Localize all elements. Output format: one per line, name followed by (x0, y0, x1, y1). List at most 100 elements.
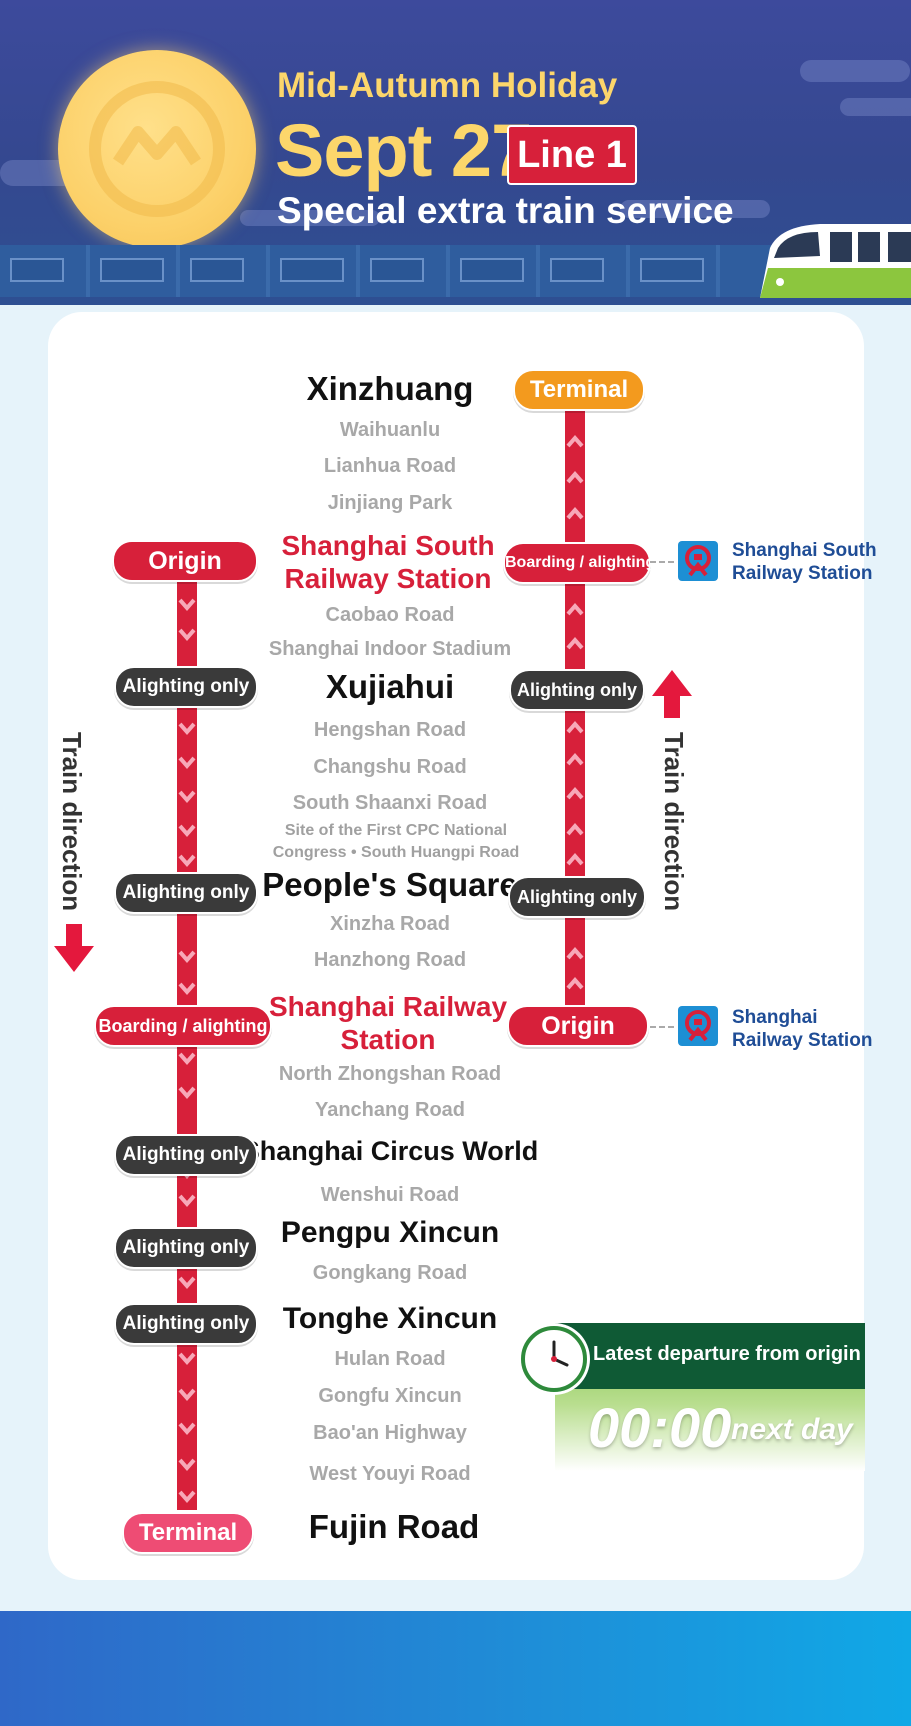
station-jinjiang-park: Jinjiang Park (327, 492, 453, 514)
right-alighting-pill-peoples-square: Alighting only (508, 876, 646, 918)
chevron-up-icon (566, 852, 584, 866)
station-changshu-road: Changshu Road (313, 756, 467, 778)
railway-link-line: Railway Station (732, 563, 873, 584)
station-tonghe-xincun: Tonghe Xincun (282, 1302, 498, 1335)
moon-logo-icon (58, 50, 256, 248)
left-alighting-pill-circus-world: Alighting only (114, 1134, 258, 1176)
chevron-down-icon (178, 1086, 196, 1100)
chevron-up-icon (566, 470, 584, 484)
train-window-decoration (10, 258, 64, 282)
arrow-up-icon (652, 670, 692, 718)
chevron-down-icon (178, 790, 196, 804)
chevron-down-icon (178, 756, 196, 770)
chevron-up-icon (566, 602, 584, 616)
station-wenshui-road: Wenshui Road (320, 1184, 460, 1206)
chevron-down-icon (178, 1276, 196, 1290)
chevron-up-icon (566, 752, 584, 766)
right-origin-pill: Origin (507, 1005, 649, 1047)
train-window-decoration (100, 258, 164, 282)
station-hengshan-road: Hengshan Road (313, 719, 467, 741)
train-direction-label-left: Train direction (57, 732, 87, 912)
cloud-decoration (800, 60, 910, 82)
chevron-down-icon (178, 1194, 196, 1208)
station-name-line: Shanghai South (281, 530, 495, 561)
station-peoples-square: People's Square (262, 866, 518, 903)
left-alighting-pill-tonghe: Alighting only (114, 1303, 258, 1345)
left-alighting-pill-peoples-square: Alighting only (114, 872, 258, 914)
chevron-down-icon (178, 1422, 196, 1436)
train-window-decoration (460, 258, 524, 282)
station-shanghai-south-railway: Shanghai South Railway Station (228, 529, 548, 595)
chevron-up-icon (566, 946, 584, 960)
header-banner: Mid-Autumn Holiday Sept 27 Line 1 Specia… (0, 0, 911, 305)
header-service-title: Special extra train service (277, 190, 734, 231)
right-terminal-pill: Terminal (513, 369, 645, 411)
station-south-huangpi-road: Site of the First CPC National Congress … (236, 820, 556, 864)
station-gongkang-road: Gongkang Road (312, 1262, 468, 1284)
left-alighting-pill-xujiahui: Alighting only (114, 666, 258, 708)
railway-link-shanghai-south: Shanghai South Railway Station (732, 539, 877, 585)
chevron-down-icon (178, 1490, 196, 1504)
station-name-line: Site of the First CPC National (284, 822, 508, 839)
station-hulan-road: Hulan Road (334, 1348, 446, 1370)
latest-departure-suffix: next day (731, 1413, 853, 1446)
left-origin-pill: Origin (112, 540, 258, 582)
chevron-down-icon (178, 1352, 196, 1366)
train-icon (760, 224, 911, 298)
latest-departure-label: Latest departure from origin (593, 1343, 861, 1365)
chevron-down-icon (178, 1052, 196, 1066)
railway-link-line: Shanghai (732, 1007, 818, 1028)
railway-link-shanghai: Shanghai Railway Station (732, 1006, 872, 1052)
station-waihuanlu: Waihuanlu (339, 419, 441, 441)
chevron-up-icon (566, 822, 584, 836)
latest-departure-time: 00:00 (588, 1396, 732, 1459)
station-west-youyi-road: West Youyi Road (309, 1463, 471, 1485)
station-south-shaanxi-road: South Shaanxi Road (292, 792, 488, 814)
station-xujiahui: Xujiahui (325, 668, 455, 705)
station-xinzha-road: Xinzha Road (329, 913, 450, 935)
railway-link-dash (650, 561, 674, 563)
station-north-zhongshan-road: North Zhongshan Road (278, 1063, 502, 1085)
station-baoan-highway: Bao'an Highway (313, 1422, 467, 1444)
chevron-down-icon (178, 1458, 196, 1472)
station-caobao-road: Caobao Road (325, 604, 455, 626)
chevron-down-icon (178, 824, 196, 838)
left-terminal-pill: Terminal (122, 1512, 254, 1554)
header-subtitle: Mid-Autumn Holiday (277, 66, 618, 105)
station-xinzhuang: Xinzhuang (306, 370, 474, 407)
station-shanghai-indoor-stadium: Shanghai Indoor Stadium (268, 638, 512, 660)
chevron-down-icon (178, 854, 196, 868)
right-boarding-pill-shanghai-south: Boarding / alighting (503, 542, 655, 584)
train-window-decoration (280, 258, 344, 282)
station-gongfu-xincun: Gongfu Xincun (318, 1385, 462, 1407)
chevron-down-icon (178, 628, 196, 642)
station-name-line: Station (340, 1024, 436, 1055)
line-badge: Line 1 (507, 125, 637, 185)
chevron-down-icon (178, 722, 196, 736)
railway-link-line: Railway Station (732, 1030, 873, 1051)
chevron-up-icon (566, 786, 584, 800)
station-fujin-road: Fujin Road (308, 1508, 480, 1545)
station-name-line: Railway Station (284, 563, 492, 594)
station-shanghai-railway: Shanghai Railway Station (228, 990, 548, 1056)
chevron-down-icon (178, 598, 196, 612)
railway-link-line: Shanghai South (732, 540, 877, 561)
cloud-decoration (840, 98, 911, 116)
chevron-down-icon (178, 1388, 196, 1402)
left-boarding-pill-shanghai-railway: Boarding / alighting (94, 1005, 272, 1047)
station-name-line: Shanghai Railway (268, 991, 508, 1022)
station-yanchang-road: Yanchang Road (314, 1099, 466, 1121)
latest-departure-band (555, 1323, 865, 1389)
right-alighting-pill-xujiahui: Alighting only (509, 669, 645, 711)
train-window-decoration (550, 258, 604, 282)
chevron-down-icon (178, 982, 196, 996)
left-alighting-pill-pengpu: Alighting only (114, 1227, 258, 1269)
train-window-decoration (640, 258, 704, 282)
station-name-line: Congress • South Huangpi Road (272, 844, 520, 861)
chevron-down-icon (178, 950, 196, 964)
chevron-up-icon (566, 976, 584, 990)
cloud-decoration (240, 210, 380, 226)
train-window-decoration (190, 258, 244, 282)
station-shanghai-circus-world: Shanghai Circus World (241, 1136, 539, 1166)
railway-station-icon (678, 541, 718, 581)
